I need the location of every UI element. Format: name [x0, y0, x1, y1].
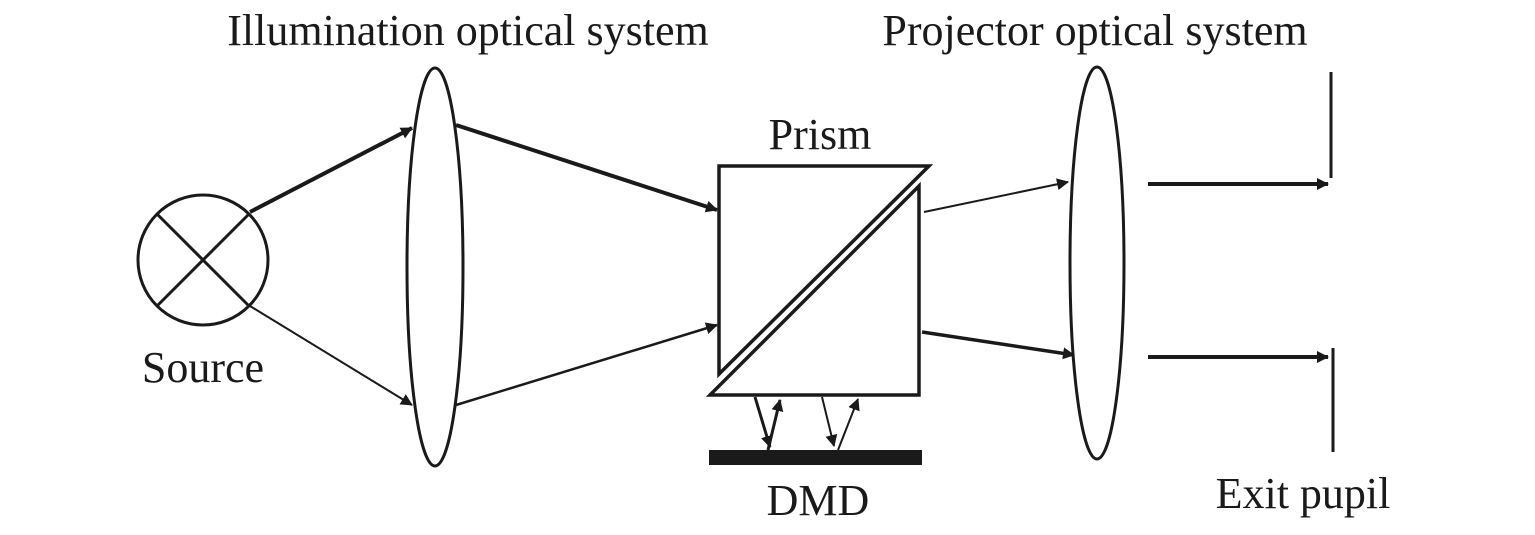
illumination-system-label: Illumination optical system [227, 6, 709, 55]
source-lamp-icon [136, 193, 270, 327]
prism-label: Prism [769, 110, 872, 159]
ray-lens-to-prism-bottom [455, 322, 718, 407]
ray-lens-to-prism-top [455, 123, 718, 213]
dmd-label: DMD [767, 476, 870, 525]
source-label: Source [142, 343, 264, 392]
prism [705, 164, 934, 397]
ray-prism-to-projector-bottom [921, 330, 1075, 360]
ray-source-to-lens-bottom [249, 305, 413, 406]
ray-prism-to-projector-top [923, 178, 1069, 213]
projector-lens [1068, 65, 1126, 461]
dmd-chip [709, 450, 922, 465]
ray-source-to-lens-top [249, 126, 413, 214]
exit-pupil-label: Exit pupil [1216, 469, 1391, 518]
projector-system-label: Projector optical system [882, 6, 1307, 55]
dmd-reflection-rays [753, 396, 860, 451]
illumination-lens [405, 66, 465, 468]
